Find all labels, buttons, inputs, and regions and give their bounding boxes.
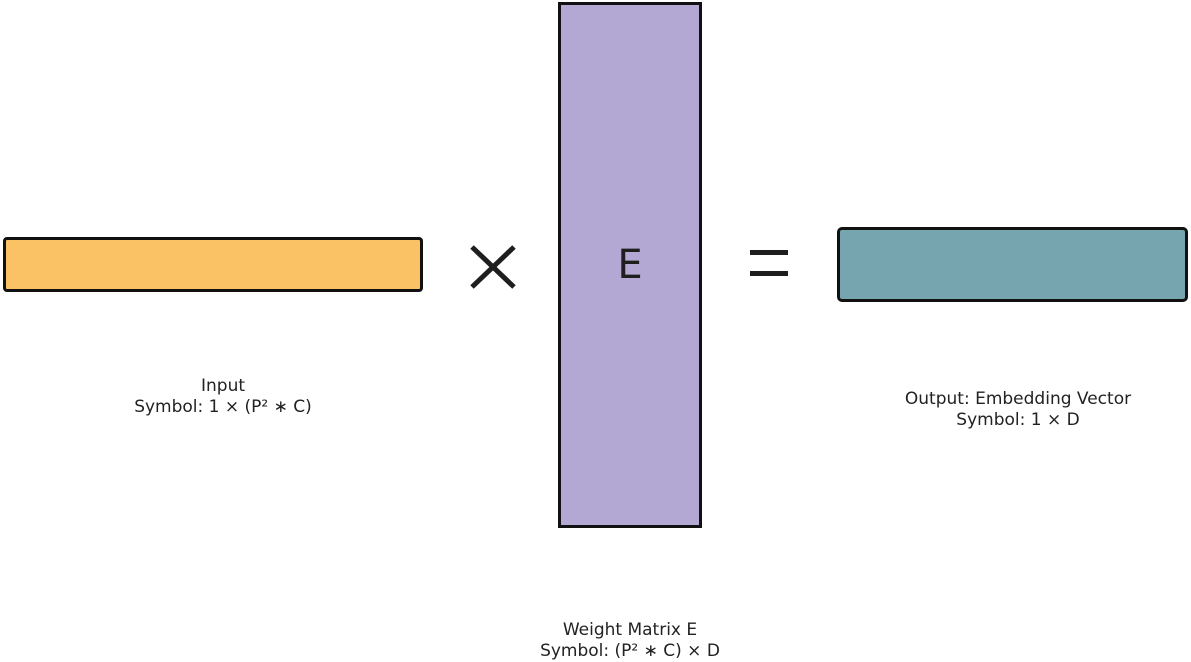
- input-label-symbol: Symbol: 1 × (P² ∗ C): [134, 397, 312, 417]
- input-label-title: Input: [200, 376, 246, 396]
- weight-matrix-box: E: [558, 2, 702, 528]
- multiply-operator-icon: [470, 245, 516, 289]
- output-embedding-bar: [837, 227, 1188, 302]
- input-label: Input Symbol: 1 × (P² ∗ C): [73, 376, 373, 418]
- weight-matrix-letter: E: [617, 242, 643, 288]
- output-label-symbol: Symbol: 1 × D: [956, 410, 1080, 430]
- output-label: Output: Embedding Vector Symbol: 1 × D: [863, 389, 1173, 431]
- equals-operator-icon: [750, 250, 788, 276]
- input-vector-bar: [3, 237, 423, 292]
- weight-matrix-label-title: Weight Matrix E: [562, 620, 698, 640]
- output-label-title: Output: Embedding Vector: [904, 389, 1132, 409]
- weight-matrix-label: Weight Matrix E Symbol: (P² ∗ C) × D: [490, 620, 770, 662]
- weight-matrix-label-symbol: Symbol: (P² ∗ C) × D: [540, 641, 720, 661]
